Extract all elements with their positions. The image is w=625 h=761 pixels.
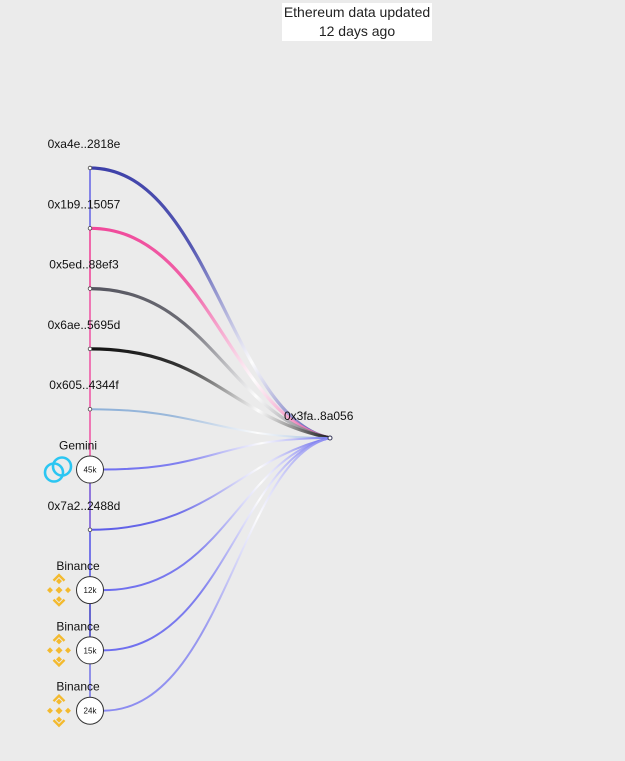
flow-edge-0x1b9-15057[interactable]	[88, 226, 332, 440]
flow-edges	[88, 166, 332, 712]
update-notice-line2: 12 days ago	[318, 23, 396, 39]
source-label: Binance	[56, 680, 100, 694]
source-node-binance[interactable]: Binance 24k	[47, 680, 104, 728]
source-label: 0x6ae..5695d	[48, 318, 121, 332]
flow-edge-gemini[interactable]	[102, 437, 331, 471]
exchange-badge[interactable]	[76, 576, 104, 605]
source-node-0x605-4344f[interactable]: 0x605..4344f	[49, 378, 119, 412]
exchange-badge[interactable]	[76, 636, 104, 665]
address-dot[interactable]	[87, 527, 93, 532]
source-label: 0x7a2..2488d	[48, 499, 121, 513]
flow-edge-binance[interactable]	[102, 437, 331, 652]
flow-edge-binance[interactable]	[102, 437, 331, 592]
binance-logo-icon	[47, 694, 71, 728]
binance-logo-icon	[47, 573, 71, 607]
exchange-badge-value: 12k	[84, 586, 98, 595]
target-label: 0x3fa..8a056	[284, 409, 354, 423]
exchange-badge[interactable]	[76, 696, 104, 725]
update-notice: Ethereum data updated 12 days ago	[282, 3, 432, 41]
source-nodes: 0xa4e..2818e 0x1b9..15057 0x5ed..88ef3 0x6a…	[43, 137, 121, 728]
source-node-binance[interactable]: Binance 15k	[47, 619, 104, 668]
source-label: Gemini	[59, 439, 97, 453]
target-node[interactable]: 0x3fa..8a056	[284, 409, 354, 441]
source-label: 0xa4e..2818e	[48, 137, 121, 151]
flow-edge-0xa4e-2818e[interactable]	[88, 166, 332, 440]
address-dot[interactable]	[87, 165, 93, 171]
source-node-0x1b9-15057[interactable]: 0x1b9..15057	[48, 197, 121, 231]
flow-edge-0x5ed-88ef3[interactable]	[88, 287, 332, 440]
flow-edge-0x605-4344f[interactable]	[89, 408, 331, 439]
source-label: 0x1b9..15057	[48, 197, 121, 211]
update-notice-line1: Ethereum data updated	[283, 4, 431, 20]
source-node-0x6ae-5695d[interactable]: 0x6ae..5695d	[48, 318, 121, 352]
gemini-logo-icon	[43, 456, 73, 483]
exchange-badge-value: 15k	[84, 646, 98, 655]
flow-edge-0x6ae-5695d[interactable]	[88, 347, 332, 440]
address-dot[interactable]	[87, 346, 93, 352]
address-dot[interactable]	[87, 286, 93, 291]
source-label: Binance	[56, 619, 100, 633]
source-node-0x7a2-2488d[interactable]: 0x7a2..2488d	[48, 499, 121, 532]
exchange-badge-value: 45k	[84, 466, 98, 475]
flow-edge-binance[interactable]	[102, 437, 331, 712]
exchange-badge-value: 24k	[84, 707, 98, 716]
source-label: 0x605..4344f	[49, 378, 119, 392]
source-node-0xa4e-2818e[interactable]: 0xa4e..2818e	[48, 137, 121, 171]
source-node-binance[interactable]: Binance 12k	[47, 559, 104, 607]
target-dot[interactable]	[327, 435, 333, 441]
exchange-badge[interactable]	[76, 455, 104, 484]
flow-edge-0x7a2-2488d[interactable]	[89, 437, 331, 531]
address-dot[interactable]	[87, 407, 93, 412]
source-node-gemini[interactable]: Gemini 45k	[43, 439, 104, 484]
source-label: 0x5ed..88ef3	[49, 258, 119, 272]
source-label: Binance	[56, 559, 100, 573]
source-node-0x5ed-88ef3[interactable]: 0x5ed..88ef3	[49, 258, 119, 291]
binance-logo-icon	[47, 633, 71, 668]
address-dot[interactable]	[87, 226, 93, 231]
